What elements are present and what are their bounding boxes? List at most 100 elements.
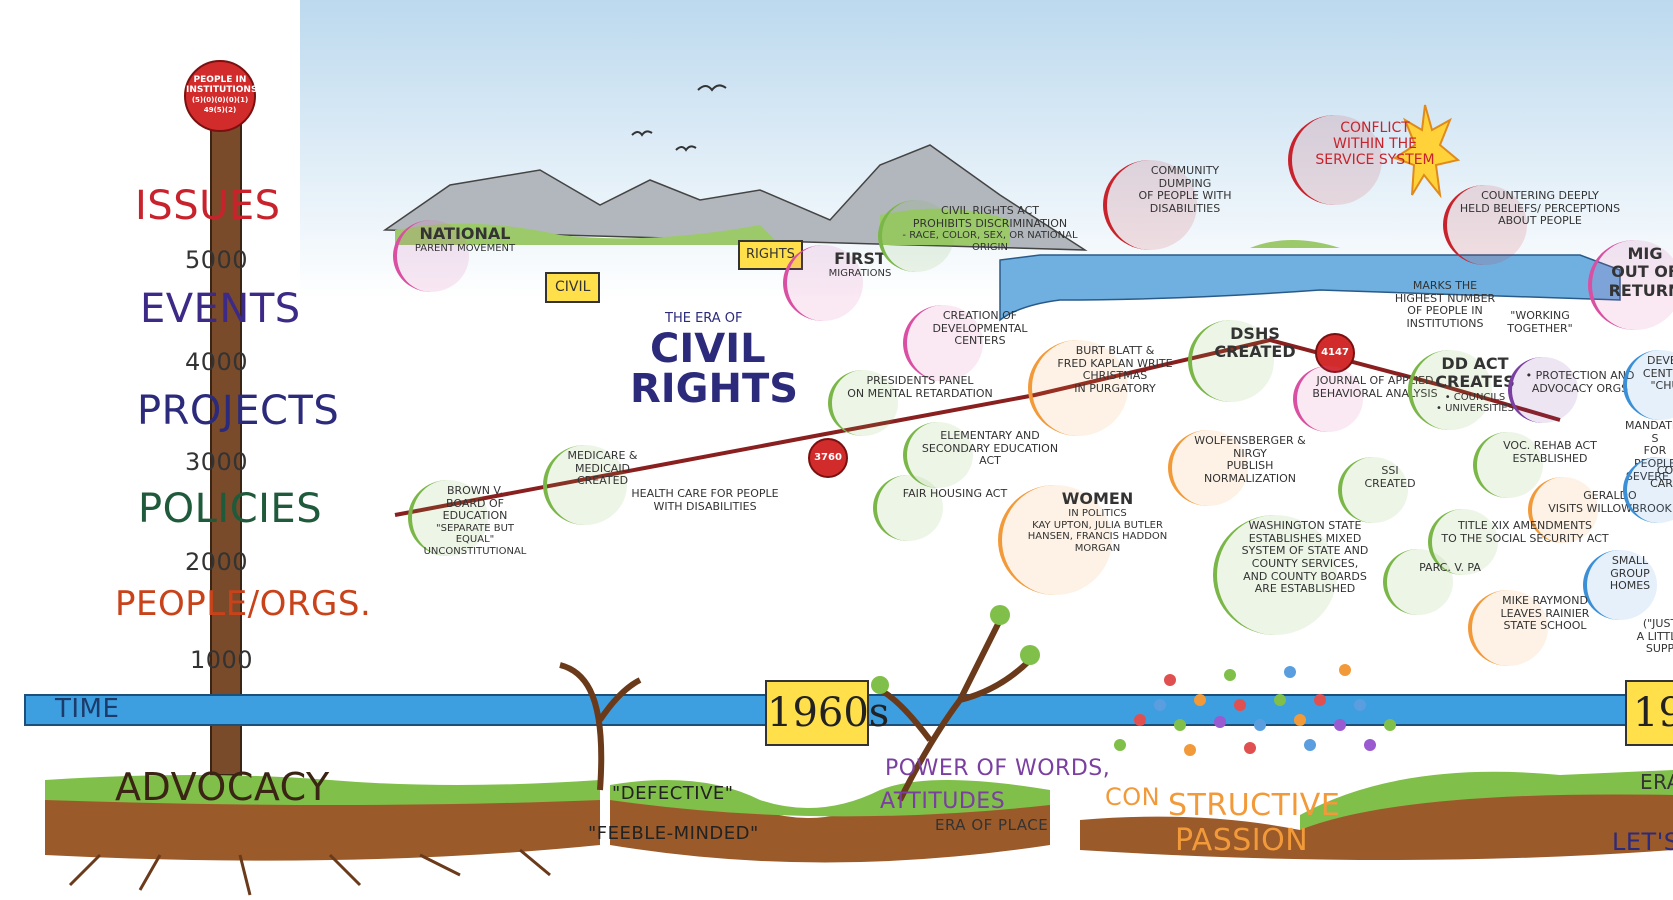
- label-5000: 5000: [185, 248, 248, 273]
- bubble-text-voc-rehab: VOC. REHAB ACT ESTABLISHED: [1485, 440, 1615, 465]
- bubble-text-mig-right: MIG OUT OF RETURN: [1600, 245, 1673, 300]
- bubble-title: COUNTERING DEEPLY HELD BELIEFS/ PERCEPTI…: [1455, 190, 1625, 228]
- bubble-title: CIVIL RIGHTS ACT PROHIBITS DISCRIMINATIO…: [890, 205, 1090, 230]
- label-1000: 1000: [190, 648, 253, 673]
- sign-civil: CIVIL: [545, 272, 600, 303]
- bubble-text-working-together: "WORKING TOGETHER": [1500, 310, 1580, 335]
- bubble-title: BROWN V. BOARD OF EDUCATION: [420, 485, 530, 523]
- bubble-title: ("JUST A LITTLE SUPP: [1630, 618, 1673, 656]
- bubble-title: PRESIDENTS PANEL ON MENTAL RETARDATION: [840, 375, 1000, 400]
- year-1960s: 1960s: [765, 680, 869, 746]
- bubble-text-creation-dd-centers: CREATION OF DEVELOPMENTAL CENTERS: [915, 310, 1045, 348]
- label-era-of-place: ERA OF PLACE: [935, 818, 1048, 834]
- bubble-title: TITLE XIX AMENDMENTS TO THE SOCIAL SECUR…: [1440, 520, 1610, 545]
- bubble-title: FAIR HOUSING ACT: [885, 488, 1025, 501]
- label-2000: 2000: [185, 550, 248, 575]
- label-feeble-minded: "FEEBLE-MINDED": [588, 825, 759, 844]
- people-in-institutions-sign: PEOPLE IN INSTITUTIONS (5)(0)(0)(0)(1) 4…: [184, 60, 256, 132]
- label-lets-try: LET'S TR: [1612, 830, 1673, 855]
- bubble-title: CONFLICT WITHIN THE SERVICE SYSTEM: [1300, 120, 1450, 168]
- sign-numbers: (5)(0)(0)(0)(1) 49(5)(2): [192, 96, 248, 114]
- era-rights: RIGHTS: [630, 368, 798, 410]
- bubble-title: MIKE RAYMOND LEAVES RAINIER STATE SCHOOL: [1480, 595, 1610, 633]
- bubble-text-title-xix: TITLE XIX AMENDMENTS TO THE SOCIAL SECUR…: [1440, 520, 1610, 545]
- bubble-text-parc: PARC. V. PA: [1395, 562, 1505, 575]
- era-small: THE ERA OF: [665, 312, 743, 326]
- bubble-text-presidents-panel: PRESIDENTS PANEL ON MENTAL RETARDATION: [840, 375, 1000, 400]
- label-defective: "DEFECTIVE": [612, 785, 734, 804]
- label-policies: POLICIES: [138, 488, 322, 530]
- bubble-text-countering: COUNTERING DEEPLY HELD BELIEFS/ PERCEPTI…: [1455, 190, 1625, 228]
- bubble-text-conflict: CONFLICT WITHIN THE SERVICE SYSTEM: [1300, 120, 1450, 168]
- bubble-title: MARKS THE HIGHEST NUMBER OF PEOPLE IN IN…: [1380, 280, 1510, 331]
- bubble-subtitle: IN POLITICS KAY UPTON, JULIA BUTLER HANS…: [1010, 508, 1185, 554]
- bubble-title: • PROTECTION AND ADVOCACY ORGS: [1520, 370, 1640, 395]
- label-era-right: ERA: [1640, 772, 1673, 793]
- bubble-text-just-little: ("JUST A LITTLE SUPP: [1630, 618, 1673, 656]
- bubble-text-brown: BROWN V. BOARD OF EDUCATION"SEPARATE BUT…: [420, 485, 530, 557]
- bubble-text-dshs: DSHS CREATED: [1200, 325, 1310, 362]
- label-passion: PASSION: [1175, 825, 1308, 857]
- bubble-title: SMALL GROUP HOMES: [1595, 555, 1665, 593]
- bubble-text-elementary: ELEMENTARY AND SECONDARY EDUCATION ACT: [915, 430, 1065, 468]
- label-people-orgs: PEOPLE/ORGS.: [115, 587, 371, 623]
- bubble-title: NATIONAL: [405, 225, 525, 243]
- bubble-text-healthcare: HEALTH CARE FOR PEOPLE WITH DISABILITIES: [630, 488, 780, 513]
- bubble-subtitle: "SEPARATE BUT EQUAL" UNCONSTITUTIONAL: [420, 523, 530, 558]
- label-issues: ISSUES: [135, 185, 281, 227]
- bubble-text-fair-housing: FAIR HOUSING ACT: [885, 488, 1025, 501]
- bubble-text-washington: WASHINGTON STATE ESTABLISHES MIXED SYSTE…: [1225, 520, 1385, 596]
- label-power-of-words: POWER OF WORDS,: [885, 757, 1110, 780]
- bubble-subtitle: - RACE, COLOR, SEX, OR NATIONAL ORIGIN: [890, 230, 1090, 253]
- bubble-title: COMMUNITY DUMPING OF PEOPLE WITH DISABIL…: [1115, 165, 1255, 216]
- bubble-text-ssi: SSI CREATED: [1350, 465, 1430, 490]
- bubble-text-wolfensberger: WOLFENSBERGER & NIRGY PUBLISH NORMALIZAT…: [1180, 435, 1320, 486]
- bubble-text-civil-rights-act: CIVIL RIGHTS ACT PROHIBITS DISCRIMINATIO…: [890, 205, 1090, 253]
- sign-title: PEOPLE IN INSTITUTIONS: [186, 75, 257, 95]
- bubble-text-co-right: CO CARE: [1635, 465, 1673, 490]
- label-4000: 4000: [185, 350, 248, 375]
- bubble-text-marks-highest: MARKS THE HIGHEST NUMBER OF PEOPLE IN IN…: [1380, 280, 1510, 331]
- bubble-title: MEDICARE & MEDICAID CREATED: [555, 450, 650, 488]
- label-events: EVENTS: [140, 288, 301, 330]
- bubble-text-devel-right: DEVEL CENTER "CHU: [1635, 355, 1673, 393]
- bubble-subtitle: PARENT MOVEMENT: [405, 243, 525, 255]
- time-label: TIME: [55, 696, 119, 723]
- bubble-title: PARC. V. PA: [1395, 562, 1505, 575]
- bubble-title: BURT BLATT & FRED KAPLAN WRITE CHRISTMAS…: [1040, 345, 1190, 396]
- label-attitudes: ATTITUDES: [880, 790, 1005, 813]
- bubble-title: CREATION OF DEVELOPMENTAL CENTERS: [915, 310, 1045, 348]
- bubble-title: HEALTH CARE FOR PEOPLE WITH DISABILITIES: [630, 488, 780, 513]
- bubble-title: WOLFENSBERGER & NIRGY PUBLISH NORMALIZAT…: [1180, 435, 1320, 486]
- bubble-text-community-dumping: COMMUNITY DUMPING OF PEOPLE WITH DISABIL…: [1115, 165, 1255, 216]
- label-structive: STRUCTIVE: [1168, 790, 1340, 822]
- bubble-text-burt-blatt: BURT BLATT & FRED KAPLAN WRITE CHRISTMAS…: [1040, 345, 1190, 396]
- era-civil: CIVIL: [650, 328, 766, 370]
- year-19: 19: [1625, 680, 1673, 746]
- bubble-text-small-group: SMALL GROUP HOMES: [1595, 555, 1665, 593]
- bubble-title: DEVEL CENTER "CHU: [1635, 355, 1673, 393]
- marker-3760: 3760: [808, 438, 848, 478]
- bubble-fair-housing: [873, 475, 943, 541]
- bubble-title: WASHINGTON STATE ESTABLISHES MIXED SYSTE…: [1225, 520, 1385, 596]
- bubble-title: CO CARE: [1635, 465, 1673, 490]
- bubble-title: SSI CREATED: [1350, 465, 1430, 490]
- bubble-title: MIG OUT OF RETURN: [1600, 245, 1673, 300]
- bubble-text-medicare: MEDICARE & MEDICAID CREATED: [555, 450, 650, 488]
- bubble-title: VOC. REHAB ACT ESTABLISHED: [1485, 440, 1615, 465]
- bubble-parc: [1383, 549, 1453, 615]
- bubble-title: DSHS CREATED: [1200, 325, 1310, 362]
- label-con: CON: [1105, 785, 1160, 810]
- bubble-title: "WORKING TOGETHER": [1500, 310, 1580, 335]
- tree: [560, 665, 640, 790]
- bubble-title: ELEMENTARY AND SECONDARY EDUCATION ACT: [915, 430, 1065, 468]
- label-3000: 3000: [185, 450, 248, 475]
- label-projects: PROJECTS: [137, 390, 339, 432]
- label-advocacy: ADVOCACY: [115, 768, 330, 808]
- bubble-title: WOMEN: [1010, 490, 1185, 508]
- bubble-text-protection: • PROTECTION AND ADVOCACY ORGS: [1520, 370, 1640, 395]
- bubble-text-mike-raymond: MIKE RAYMOND LEAVES RAINIER STATE SCHOOL: [1480, 595, 1610, 633]
